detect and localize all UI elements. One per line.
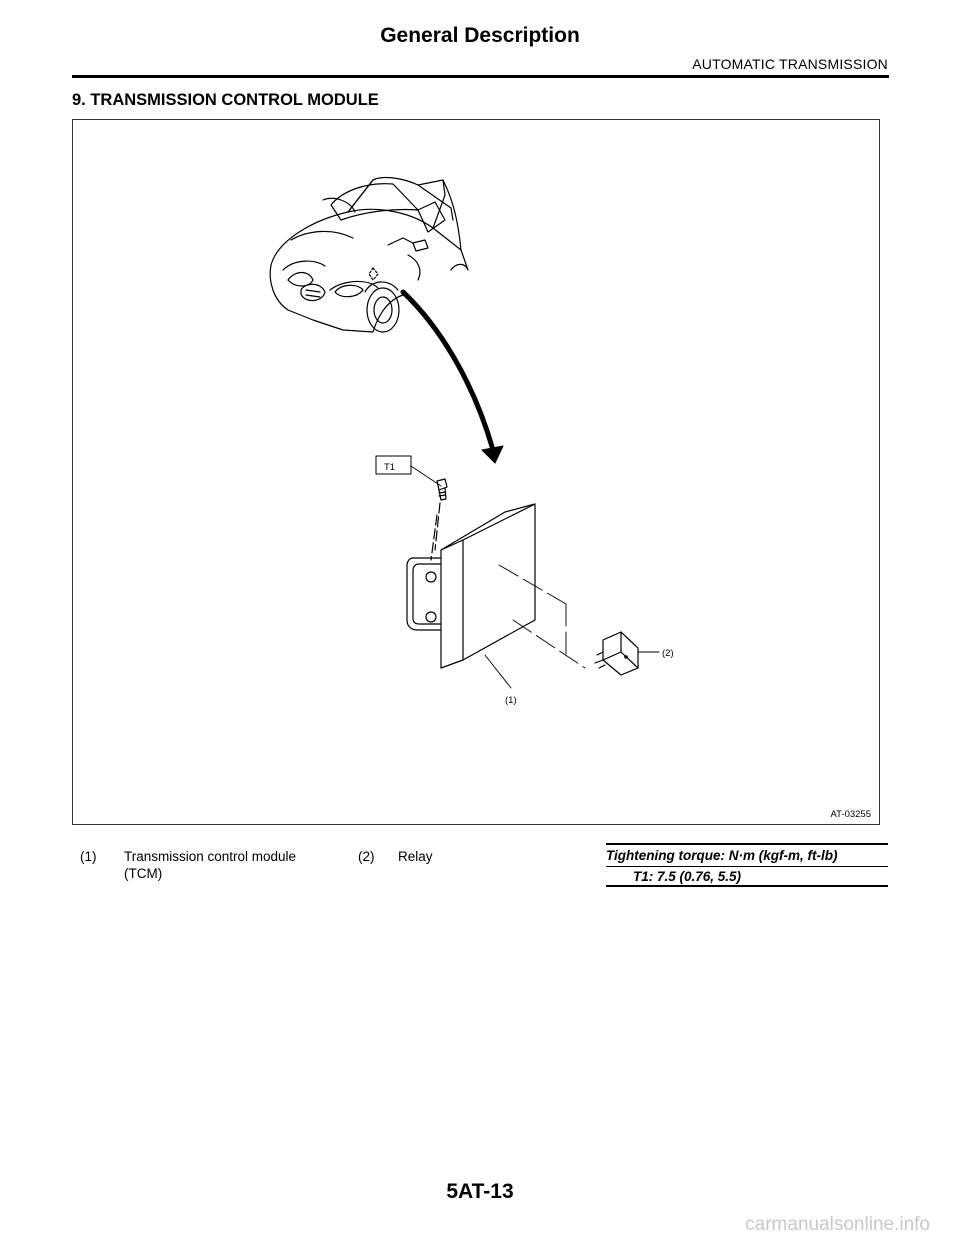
location-arrow bbox=[400, 289, 504, 464]
vehicle-drawing bbox=[269, 176, 469, 333]
header-rule bbox=[72, 75, 889, 78]
tcm-illustration: T1 (1) (2) bbox=[269, 176, 674, 706]
torque-tag-label: T1 bbox=[384, 462, 395, 473]
torque-table-rule bbox=[606, 843, 888, 845]
torque-tag-box bbox=[375, 455, 412, 475]
legend-number: (2) bbox=[358, 849, 375, 864]
figure-id: AT-03255 bbox=[830, 809, 872, 820]
torque-value: T1: 7.5 (0.76, 5.5) bbox=[633, 869, 742, 884]
watermark: carmanualsonline.info bbox=[745, 1214, 930, 1235]
page-number: 5AT-13 bbox=[446, 1180, 514, 1203]
relay-drawing bbox=[594, 631, 660, 676]
callout-2-label: (2) bbox=[662, 648, 674, 659]
legend-text: Relay bbox=[398, 849, 433, 864]
page-title: General Description bbox=[380, 24, 580, 47]
legend-text: Transmission control module (TCM) bbox=[124, 849, 297, 881]
torque-title: Tightening torque: N·m (kgf-m, ft-lb) bbox=[606, 848, 838, 863]
tcm-module-drawing bbox=[406, 503, 586, 689]
legend-number: (1) bbox=[80, 849, 97, 864]
torque-table-rule bbox=[606, 885, 888, 887]
figure-frame: T1 (1) (2) AT-03255 bbox=[72, 119, 880, 825]
bolt-drawing bbox=[430, 478, 448, 561]
section-label: AUTOMATIC TRANSMISSION bbox=[692, 56, 888, 72]
torque-table-rule bbox=[606, 866, 888, 867]
callout-1-label: (1) bbox=[505, 695, 517, 706]
section-heading: 9. TRANSMISSION CONTROL MODULE bbox=[72, 91, 379, 109]
